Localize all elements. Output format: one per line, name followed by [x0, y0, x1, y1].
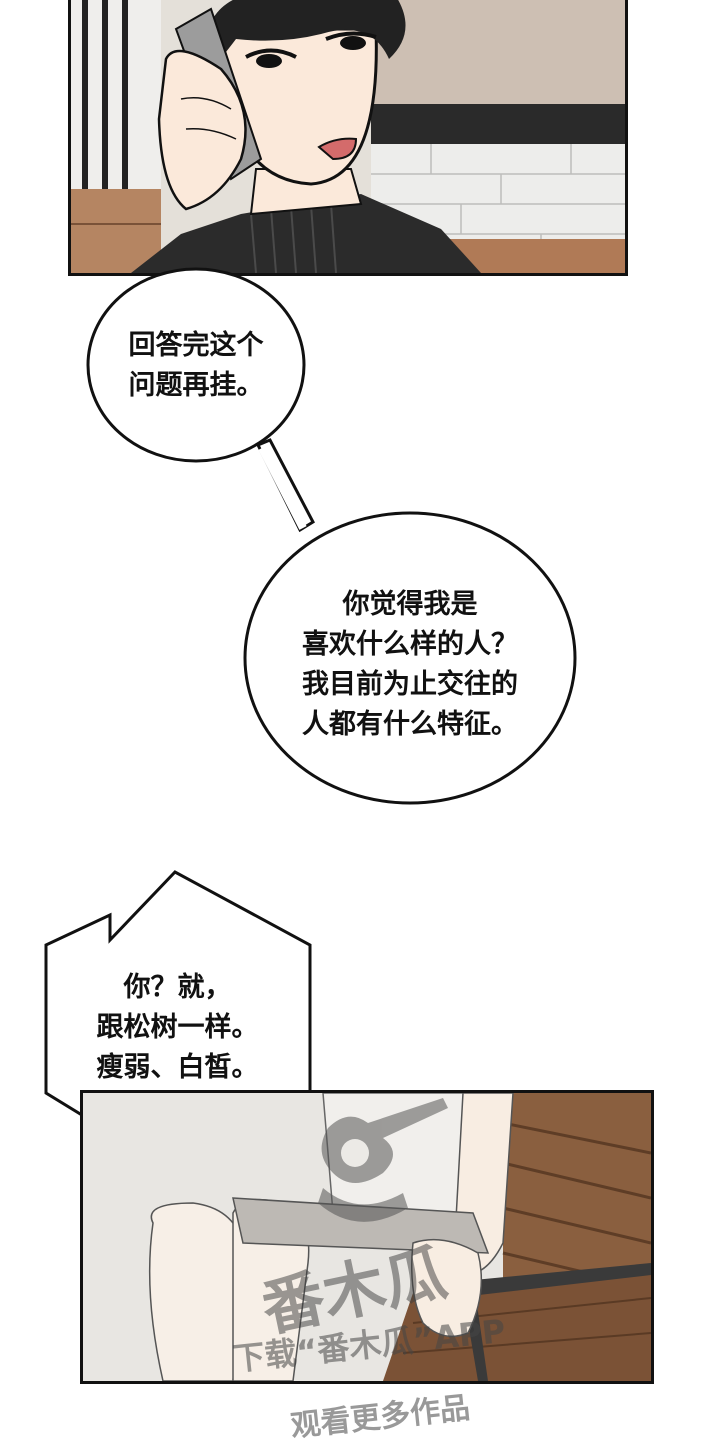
bubble-3-line-3: 瘦弱、白皙。	[96, 1052, 259, 1083]
comic-panel-phone-call	[68, 0, 628, 276]
bubble-1-line-1: 回答完这个	[128, 330, 264, 361]
papaya-logo-icon	[318, 1098, 448, 1222]
hands-illustration	[83, 1093, 651, 1381]
bubble-3-text: 你？就， 跟松树一样。 瘦弱、白皙。	[60, 968, 295, 1088]
bubble-2-line-4: 人都有什么特征。	[302, 709, 518, 740]
bubble-2-line-2: 喜欢什么样的人？	[302, 629, 518, 660]
bubble-connector	[255, 438, 315, 533]
bubble-2-text: 你觉得我是 喜欢什么样的人？ 我目前为止交往的 人都有什么特征。	[260, 585, 560, 745]
bubble-3-line-2: 跟松树一样。	[96, 1012, 259, 1043]
bubble-3-line-1: 你？就，	[123, 972, 232, 1003]
comic-panel-hands	[80, 1090, 654, 1384]
phone-call-illustration	[71, 0, 625, 273]
watermark-more-works-text: 观看更多作品	[289, 1390, 472, 1445]
bubble-1-text: 回答完这个 问题再挂。	[88, 326, 304, 406]
bubble-2-line-3: 我目前为止交往的	[302, 669, 518, 700]
bubble-1-line-2: 问题再挂。	[128, 370, 264, 401]
bubble-2-line-1: 你觉得我是	[342, 589, 478, 620]
